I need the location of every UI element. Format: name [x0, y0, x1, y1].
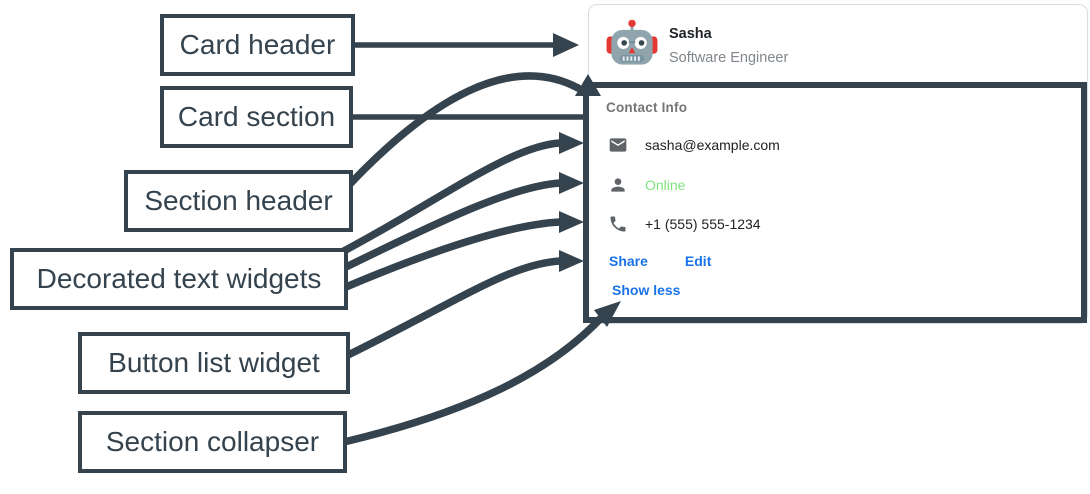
label-section-header: Section header	[124, 170, 353, 232]
decorated-text-phone: +1 (555) 555-1234	[608, 214, 761, 234]
share-button[interactable]: Share	[609, 253, 648, 269]
section-header-arrow	[346, 72, 582, 188]
label-section-collapser-text: Section collapser	[105, 426, 320, 457]
show-less-button[interactable]: Show less	[612, 282, 681, 298]
section-header-text: Contact Info	[606, 100, 688, 115]
label-decorated-text-widgets: Decorated text widgets	[10, 248, 348, 310]
contact-card: Sasha Software Engineer Contact Info sas…	[588, 4, 1088, 324]
decorated-text-email: sasha@example.com	[608, 135, 780, 155]
decorated-text-arrow-email	[338, 139, 564, 256]
label-section-collapser: Section collapser	[78, 411, 347, 473]
button-list: Share Edit	[609, 253, 711, 269]
card-header-title: Sasha	[669, 26, 712, 42]
label-decorated-text-widgets-text: Decorated text widgets	[36, 263, 322, 294]
phone-icon	[610, 216, 626, 232]
person-icon	[611, 178, 625, 192]
label-section-header-text: Section header	[144, 185, 333, 216]
label-card-header: Card header	[160, 14, 355, 76]
label-card-section: Card section	[160, 86, 353, 148]
phone-text: +1 (555) 555-1234	[645, 216, 761, 232]
robot-avatar-icon	[606, 19, 658, 65]
card-section-highlight	[583, 82, 1087, 323]
decorated-text-arrow-phone	[342, 218, 564, 291]
label-button-list-widget: Button list widget	[78, 332, 350, 394]
edit-button[interactable]: Edit	[684, 253, 712, 269]
email-icon	[609, 138, 627, 152]
status-text: Online	[645, 177, 686, 193]
email-text: sasha@example.com	[645, 137, 780, 153]
label-button-list-widget-text: Button list widget	[108, 347, 320, 378]
card-header-subtitle: Software Engineer	[669, 50, 789, 66]
label-card-header-text: Card header	[179, 29, 336, 60]
decorated-text-status: Online	[608, 175, 685, 195]
decorated-text-arrow-status	[340, 179, 564, 272]
label-card-section-text: Card section	[177, 101, 336, 132]
section-collapser-arrow	[340, 314, 605, 446]
button-list-arrow	[342, 257, 564, 360]
